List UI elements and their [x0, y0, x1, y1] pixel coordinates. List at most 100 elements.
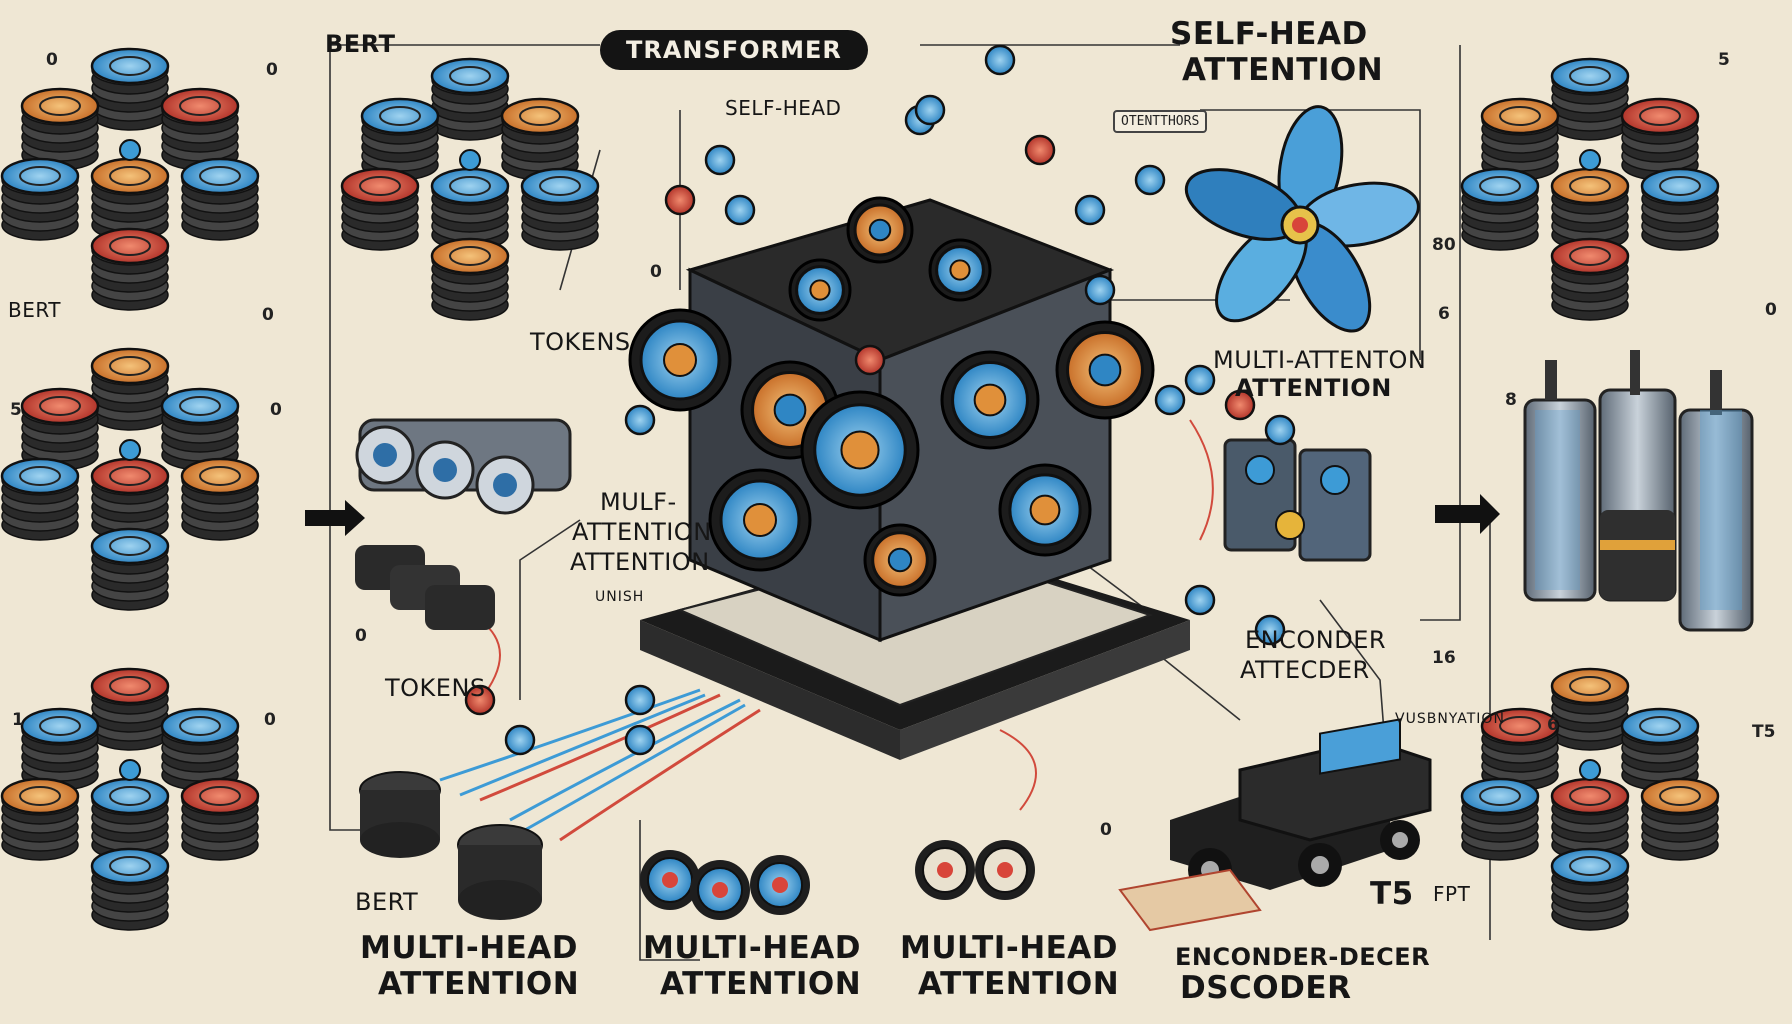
coin-stack-icon: [0, 777, 80, 861]
speaker-cone-icon: [800, 390, 920, 510]
speaker-cone-icon: [928, 238, 992, 302]
speaker-cones: [628, 196, 1155, 597]
battery-icons: [1523, 350, 1754, 632]
arrow-right-icon: [305, 494, 1500, 536]
hub-node: [1579, 149, 1601, 171]
fpt-label: FPT: [1433, 882, 1471, 906]
coin-stack-icon: [520, 167, 600, 251]
t5-right-bubble: T5: [1752, 722, 1776, 742]
encoder-line2: ATTECDER: [1240, 656, 1370, 684]
speaker-cone-icon: [1055, 320, 1155, 420]
bubble-zero-1: 0: [46, 50, 58, 70]
dial-icons: [640, 840, 1035, 920]
encoder-line1: ENCONDER: [1245, 626, 1387, 654]
mha-1-line2: ATTENTION: [378, 966, 580, 1002]
self-head-attention-line1: SELF-HEAD: [1170, 16, 1368, 52]
coin-stack-icon: [430, 237, 510, 321]
coin-stack-icon: [1640, 777, 1720, 861]
knob-icon: [704, 144, 736, 176]
bubble-six-1: 6: [1547, 715, 1559, 735]
bubble-zero-4: 0: [270, 400, 282, 420]
speaker-cone-icon: [708, 468, 812, 572]
mha-1-line1: MULTI-HEAD: [360, 930, 579, 966]
truck-icon: [1118, 718, 1432, 932]
coin-stack-icon: [0, 157, 80, 241]
num-6-bubble: 6: [1438, 304, 1450, 324]
coin-stack-icon: [1480, 707, 1560, 791]
coin-stack-icon: [360, 97, 440, 181]
bubble-five-1: 5: [10, 400, 22, 420]
bert-mid-label: BERT: [8, 298, 62, 322]
speaker-cone-icon: [628, 308, 732, 412]
coin-stack-icon: [1550, 57, 1630, 141]
knob-icon: [1154, 384, 1186, 416]
bubble-one-1: 1: [12, 710, 24, 730]
coin-stack-icon: [1620, 97, 1700, 181]
coin-stack-icon: [1640, 167, 1720, 251]
knob-icon: [624, 684, 656, 716]
knob-icon: [1134, 164, 1166, 196]
hub-node: [1579, 759, 1601, 781]
coin-stack-icon: [20, 707, 100, 791]
bubble-zero-9: 0: [1100, 820, 1112, 840]
dial-icon: [640, 850, 700, 910]
coin-stack-icon: [340, 167, 420, 251]
speaker-cone-icon: [846, 196, 914, 264]
knob-icon: [1264, 414, 1296, 446]
speaker-cone-icon: [788, 258, 852, 322]
coin-stack-icon: [500, 97, 580, 181]
tokens-upper-label: TOKENS: [530, 328, 631, 356]
coin-stack-icon: [0, 457, 80, 541]
coin-stack-icon: [1550, 777, 1630, 861]
dial-icon: [690, 860, 750, 920]
dial-icon: [750, 855, 810, 915]
mulf-attention-line1: MULF-: [600, 488, 677, 516]
coin-stack-icon: [90, 457, 170, 541]
coin-stack-icon: [180, 457, 260, 541]
coin-stack-icon: [90, 157, 170, 241]
hub-node: [459, 149, 481, 171]
coin-stack-icon: [160, 707, 240, 791]
coin-stack-icon: [1480, 97, 1560, 181]
knob-icon: [1184, 584, 1216, 616]
mulf-attention-line3: ATTENTION: [570, 548, 710, 576]
flower-icon: [1184, 105, 1420, 333]
coin-stack-icon: [160, 387, 240, 471]
hub-node: [119, 139, 141, 161]
coin-stack-icon: [180, 157, 260, 241]
knob-icon: [1184, 364, 1216, 396]
coin-stack-icon: [430, 57, 510, 141]
coin-stack-icon: [20, 87, 100, 171]
enc-dec-line2: DSCODER: [1180, 970, 1352, 1006]
bubble-zero-7: 0: [650, 262, 662, 282]
coin-stack-icon: [90, 227, 170, 311]
coin-stack-icon: [1550, 667, 1630, 751]
transformer-title-pill: TRANSFORMER: [600, 30, 868, 70]
knob-icon: [624, 724, 656, 756]
bubble-zero-8: 0: [1765, 300, 1777, 320]
knob-icon: [854, 344, 886, 376]
coin-stack-icon: [180, 777, 260, 861]
otentthors-tag: OTENTTHORS: [1113, 110, 1208, 133]
knob-icon: [1074, 194, 1106, 226]
num-16-bubble: 16: [1432, 648, 1456, 668]
dial-icon: [915, 840, 975, 900]
enc-dec-line1: ENCONDER-DECER: [1175, 943, 1431, 971]
coin-stack-icon: [1550, 847, 1630, 931]
vusbnyation-label: VUSBNYATION: [1395, 711, 1505, 727]
self-head-small-label: SELF-HEAD: [725, 96, 842, 120]
coin-stack-icons: [0, 47, 1720, 931]
knob-icon: [664, 184, 696, 216]
knob-icon: [1224, 389, 1256, 421]
unish-mark: UNISH: [595, 589, 645, 605]
knob-icon: [504, 724, 536, 756]
bubble-zero-2: 0: [266, 60, 278, 80]
num-80-bubble: 80: [1432, 235, 1456, 255]
coin-stack-icon: [1460, 777, 1540, 861]
coin-stack-icon: [90, 347, 170, 431]
knob-icon: [1084, 274, 1116, 306]
t5-small-label: T5: [1370, 876, 1414, 912]
coin-stack-icon: [1550, 167, 1630, 251]
speaker-cone-icon: [863, 523, 937, 597]
